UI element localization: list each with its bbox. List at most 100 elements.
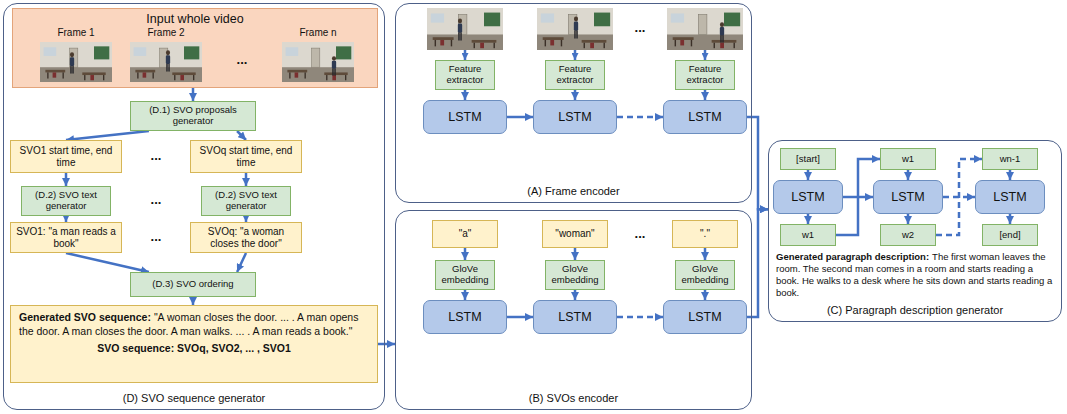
node-text: Feature extractor: [679, 64, 731, 86]
module-panel: (D) SVO sequence generator Input whole vi…: [3, 3, 385, 410]
node-text: LSTM: [891, 190, 924, 204]
node-text: GloVe embedding: [549, 264, 601, 286]
process-box: w1: [780, 224, 836, 246]
node-text: Feature extractor: [439, 64, 491, 86]
node-text: Feature extractor: [549, 64, 601, 86]
flow-arrow: [378, 343, 395, 346]
flow-arrow: [192, 297, 195, 305]
flow-arrow: [807, 214, 810, 224]
lstm-cell: LSTM: [773, 180, 843, 214]
module-panel: (C) Paragraph description generator [star…: [768, 140, 1062, 322]
node-text: LSTM: [688, 310, 721, 324]
flow-arrow: [507, 116, 533, 119]
label-text: ...: [620, 20, 660, 35]
node-text: SVOq start time, end time: [195, 145, 297, 168]
node-text: Input whole video: [146, 12, 243, 26]
frame-arrows: [465, 50, 705, 60]
flow-arrow: [1009, 214, 1012, 224]
flow-arrow: [1009, 170, 1012, 180]
process-box: Feature extractor: [435, 60, 495, 90]
flow-arrow: [617, 316, 663, 319]
node-text: (D) SVO sequence generator: [123, 392, 265, 404]
node-text: wn-1: [1000, 154, 1021, 165]
flow-arrow: [66, 253, 149, 272]
node-text: [end]: [999, 230, 1020, 241]
lstm-cell: LSTM: [423, 300, 507, 334]
node-text: SVO1 start time, end time: [15, 145, 117, 168]
node-text: (A) Frame encoder: [527, 185, 619, 197]
process-box: [end]: [982, 224, 1038, 246]
label-text: ...: [136, 148, 176, 163]
sequence-box: Generated SVO sequence:"A woman closes t…: [10, 305, 378, 383]
flow-arrow: [65, 173, 68, 186]
node-text: "woman": [555, 228, 594, 240]
process-box: Feature extractor: [675, 60, 735, 90]
node-text: LSTM: [558, 310, 591, 324]
label-text: ...: [136, 192, 176, 207]
flow-arrow: [237, 253, 246, 272]
encoder-frames: [427, 8, 743, 50]
process-box: (D.2) SVO text generator: [201, 186, 291, 216]
node-text: LSTM: [558, 110, 591, 124]
flow-arrow: [807, 170, 810, 180]
node-text: (D.3) SVO ordering: [152, 279, 233, 290]
label-text: Generated paragraph description:: [776, 251, 929, 262]
flow-arrow: [66, 131, 149, 140]
flow-arrow: [704, 290, 707, 300]
lstm-cell: LSTM: [533, 300, 617, 334]
lstm-cell: LSTM: [663, 300, 747, 334]
paragraph-text: Generated paragraph description:The firs…: [776, 251, 1056, 299]
process-box: GloVe embedding: [545, 260, 605, 290]
video-frames: [40, 42, 354, 82]
node-text: LSTM: [448, 110, 481, 124]
data-box: SVO1 start time, end time: [10, 140, 122, 173]
node-text: GloVe embedding: [439, 264, 491, 286]
lstm-cell: LSTM: [873, 180, 943, 214]
process-box: w2: [880, 224, 936, 246]
node-text: LSTM: [791, 190, 824, 204]
flow-arrow: [464, 248, 467, 260]
flow-arrow: [464, 90, 467, 100]
video-input-band: Input whole video: [12, 8, 378, 88]
node-text: (B) SVOs encoder: [529, 392, 618, 404]
label-text: Frame 2: [136, 27, 196, 38]
data-box: SVO1: "a man reads a book": [10, 222, 122, 253]
process-box: (D.2) SVO text generator: [21, 186, 111, 216]
node-text: SVOq: "a woman closes the door": [195, 226, 297, 249]
flow-arrow: [192, 88, 195, 101]
process-box: GloVe embedding: [435, 260, 495, 290]
node-text: LSTM: [688, 110, 721, 124]
label-text: Frame 1: [46, 27, 106, 38]
node-text: (D.2) SVO text generator: [25, 190, 107, 212]
flow-arrow: [617, 116, 663, 119]
node-text: (C) Paragraph description generator: [827, 304, 1003, 316]
node-text: [start]: [796, 154, 820, 165]
node-text: LSTM: [448, 310, 481, 324]
node-text: SVO sequence: SVOq, SVO2, ... , SVO1: [19, 342, 369, 356]
lstm-cell: LSTM: [423, 100, 507, 134]
data-box: "woman": [542, 220, 608, 248]
lstm-cell: LSTM: [975, 180, 1045, 214]
module-panel: (A) Frame encoder Feature extractor Featur…: [395, 3, 752, 203]
node-text: LSTM: [993, 190, 1026, 204]
label-text: ...: [136, 229, 176, 244]
node-text: (D.1) SVO proposals generator: [134, 105, 252, 127]
flow-arrow: [907, 170, 910, 180]
node-text: (D.2) SVO text generator: [205, 190, 287, 212]
data-box: SVOq: "a woman closes the door": [190, 222, 302, 253]
process-box: Feature extractor: [545, 60, 605, 90]
node-text: "a": [459, 228, 472, 240]
process-box: [start]: [780, 148, 836, 170]
node-text: w1: [802, 230, 814, 241]
flow-arrow: [704, 90, 707, 100]
node-text: ".": [700, 228, 710, 240]
lstm-cell: LSTM: [533, 100, 617, 134]
data-box: ".": [672, 220, 738, 248]
data-box: "a": [432, 220, 498, 248]
node-text: GloVe embedding: [679, 264, 731, 286]
process-box: w1: [880, 148, 936, 170]
label-text: ...: [620, 226, 660, 241]
flow-arrow: [574, 90, 577, 100]
flow-arrow: [747, 117, 768, 209]
process-box: wn-1: [982, 148, 1038, 170]
